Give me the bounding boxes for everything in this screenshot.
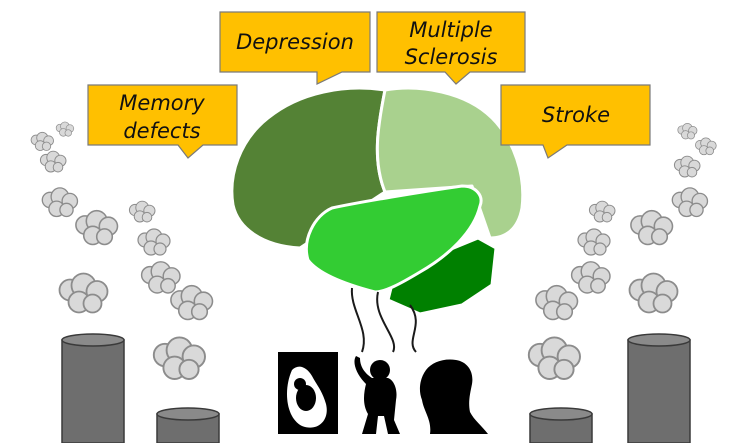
child-silhouette-icon bbox=[354, 356, 400, 434]
callout-memory-line1: Memory bbox=[119, 91, 205, 115]
chimney-icon bbox=[627, 333, 691, 443]
callout-depression-label: Depression bbox=[236, 30, 354, 54]
right-factory-group bbox=[527, 123, 717, 443]
callout-memory-defects: Memory defects bbox=[87, 84, 238, 159]
callout-depression: Depression bbox=[219, 11, 371, 85]
callout-ms-line1: Multiple bbox=[409, 18, 492, 42]
brain-temporal-region bbox=[305, 184, 483, 294]
chimney-icon bbox=[529, 407, 593, 443]
fetus-silhouette-icon bbox=[278, 352, 338, 434]
brain-cerebellum-region bbox=[386, 236, 498, 316]
adult-head-silhouette-icon bbox=[419, 359, 488, 434]
brain-icon bbox=[230, 86, 525, 316]
callout-memory-line2: defects bbox=[123, 119, 200, 143]
callout-stroke-label: Stroke bbox=[542, 103, 610, 127]
callout-multiple-sclerosis: Multiple Sclerosis bbox=[376, 11, 526, 85]
connector-lines bbox=[350, 287, 417, 353]
brain-parietal-region bbox=[375, 86, 525, 240]
chimney-icon bbox=[61, 333, 125, 443]
chimney-icon bbox=[156, 407, 220, 443]
left-factory-group bbox=[30, 121, 220, 443]
callout-stroke: Stroke bbox=[500, 84, 651, 159]
callout-ms-line2: Sclerosis bbox=[405, 45, 498, 69]
